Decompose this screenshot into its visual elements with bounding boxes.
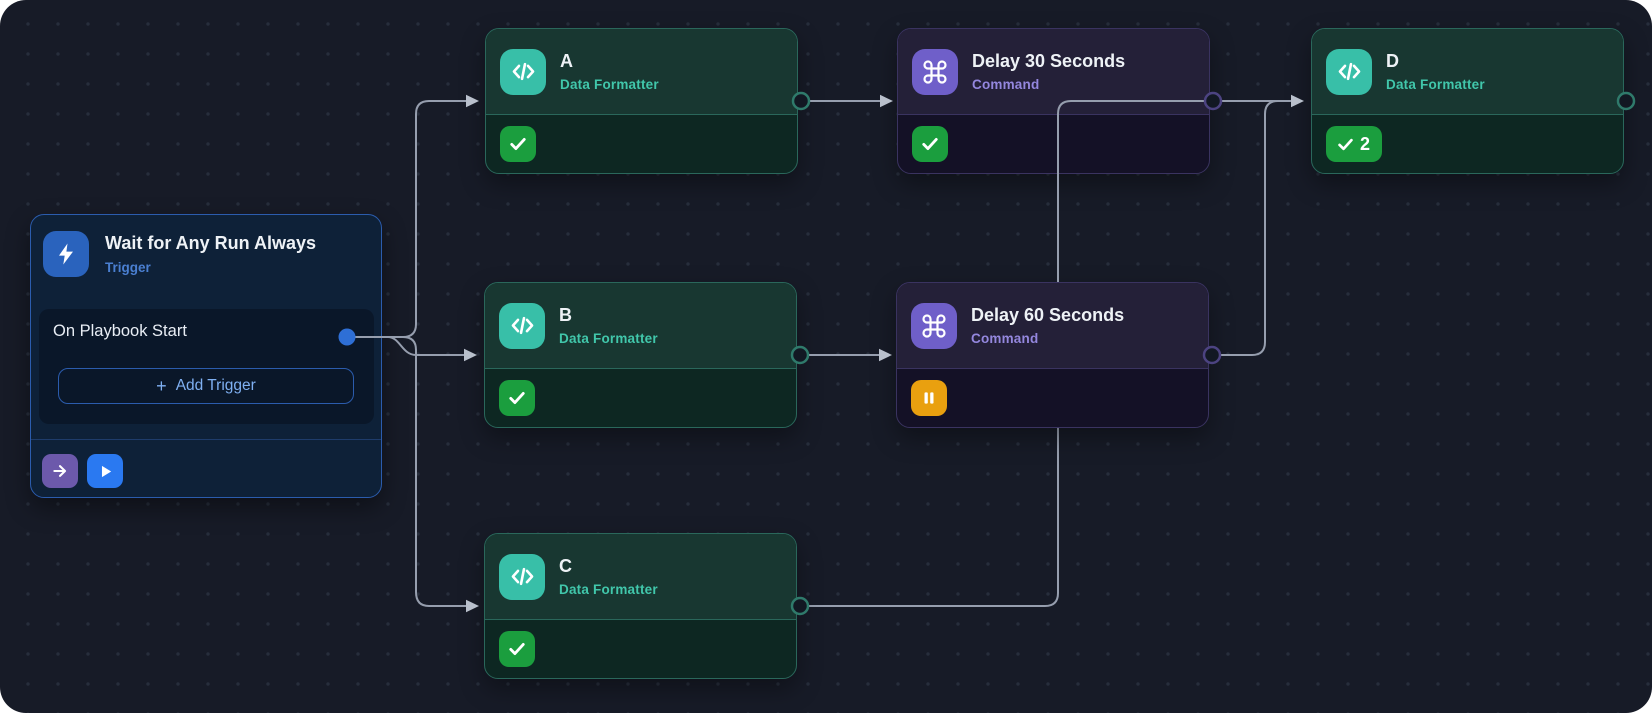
node-subtitle: Command: [972, 76, 1040, 92]
arrowhead-into-c: [466, 599, 479, 613]
node-header: Delay 60 Seconds Command: [897, 283, 1208, 369]
status-badge-success-count[interactable]: 2: [1326, 126, 1383, 162]
trigger-event-row[interactable]: On Playbook Start: [53, 322, 187, 340]
node-b[interactable]: B Data Formatter: [484, 282, 797, 428]
node-footer: [486, 115, 797, 173]
check-icon: [510, 138, 526, 150]
code-icon: [499, 553, 545, 600]
trigger-divider: [31, 439, 381, 440]
node-header: C Data Formatter: [485, 534, 796, 620]
arrowhead-into-delay60: [879, 348, 892, 362]
node-a[interactable]: A Data Formatter: [485, 28, 798, 174]
node-title: B: [559, 305, 572, 326]
lightning-icon: [43, 231, 89, 277]
node-footer: 2: [1312, 115, 1623, 173]
command-icon: [911, 302, 957, 349]
node-header: B Data Formatter: [485, 283, 796, 369]
code-icon: [499, 302, 545, 349]
trigger-title: Wait for Any Run Always: [105, 233, 317, 253]
node-d[interactable]: D Data Formatter 2: [1311, 28, 1624, 174]
status-badge-success[interactable]: [500, 126, 536, 162]
node-title: C: [559, 556, 572, 577]
arrowhead-into-a: [466, 94, 479, 108]
check-icon: [509, 392, 525, 404]
node-c[interactable]: C Data Formatter: [484, 533, 797, 679]
play-button[interactable]: [87, 454, 123, 488]
arrow-right-icon: [53, 465, 67, 477]
check-icon: [509, 643, 525, 655]
node-footer: [898, 115, 1209, 173]
arrowhead-into-b: [464, 348, 477, 362]
node-footer: [897, 369, 1208, 427]
node-subtitle: Command: [971, 330, 1039, 346]
code-icon: [1326, 48, 1372, 95]
node-footer: [485, 620, 796, 678]
node-subtitle: Data Formatter: [1386, 76, 1485, 92]
trigger-header: Wait for Any Run Always Trigger: [31, 215, 381, 277]
node-delay-30[interactable]: Delay 30 Seconds Command: [897, 28, 1210, 174]
edge-delay60-to-d: [1221, 100, 1291, 356]
badge-count: 2: [1360, 133, 1371, 154]
node-subtitle: Data Formatter: [559, 330, 658, 346]
status-badge-paused[interactable]: [911, 380, 947, 416]
status-badge-success[interactable]: [499, 380, 535, 416]
node-subtitle: Data Formatter: [559, 581, 658, 597]
node-subtitle: Data Formatter: [560, 76, 659, 92]
pause-icon: [924, 392, 934, 404]
status-badge-success[interactable]: [499, 631, 535, 667]
check-icon: [1338, 138, 1353, 150]
arrowhead-into-delay30: [880, 94, 893, 108]
play-icon: [101, 465, 111, 477]
check-icon: [922, 138, 938, 150]
status-badge-success[interactable]: [912, 126, 948, 162]
node-header: Delay 30 Seconds Command: [898, 29, 1209, 115]
add-trigger-button[interactable]: + Add Trigger: [58, 368, 354, 404]
command-icon: [912, 48, 958, 95]
add-trigger-label: Add Trigger: [175, 377, 256, 394]
trigger-subtitle: Trigger: [105, 260, 151, 275]
trigger-panel: On Playbook Start + Add Trigger: [39, 309, 374, 424]
trigger-actions: [42, 454, 123, 488]
node-title: Delay 60 Seconds: [971, 305, 1125, 326]
arrowhead-into-d: [1291, 94, 1304, 108]
node-title: A: [560, 51, 573, 72]
node-delay-60[interactable]: Delay 60 Seconds Command: [896, 282, 1209, 428]
node-header: A Data Formatter: [486, 29, 797, 115]
arrow-right-button[interactable]: [42, 454, 78, 488]
node-title: D: [1386, 51, 1399, 72]
node-footer: [485, 369, 796, 427]
code-icon: [500, 48, 546, 95]
plus-icon: +: [156, 376, 167, 396]
node-header: D Data Formatter: [1312, 29, 1623, 115]
node-trigger[interactable]: Wait for Any Run Always Trigger On Playb…: [30, 214, 382, 498]
node-title: Delay 30 Seconds: [972, 51, 1126, 72]
